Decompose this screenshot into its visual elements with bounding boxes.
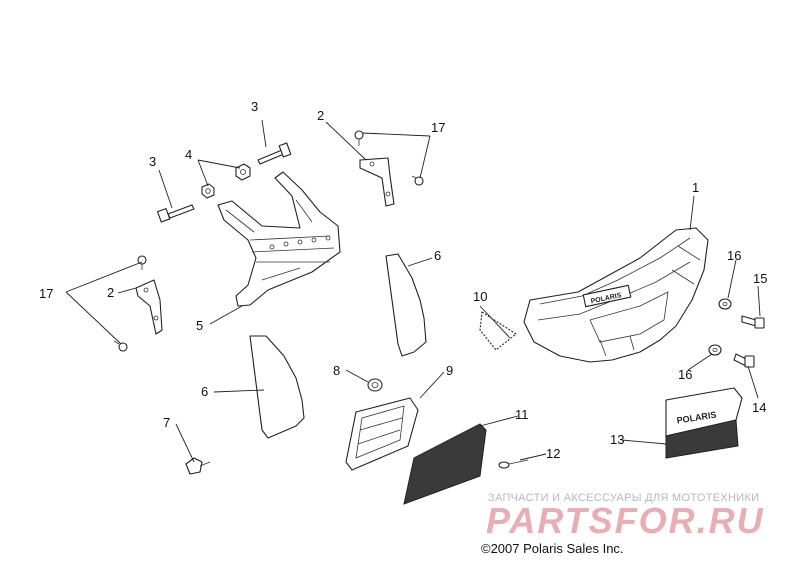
copyright-notice: ©2007 Polaris Sales Inc.: [481, 541, 624, 556]
callout-10: 10: [473, 289, 487, 304]
mount-bracket-upper: [359, 157, 395, 207]
nut-upper: [235, 163, 251, 181]
callout-9: 9: [446, 363, 453, 378]
callout-3: 3: [149, 154, 156, 169]
callout-7: 7: [163, 415, 170, 430]
callout-16: 16: [727, 248, 741, 263]
callout-12: 12: [546, 446, 560, 461]
callout-8: 8: [333, 363, 340, 378]
bolt-15: [741, 315, 765, 329]
callout-2: 2: [107, 285, 114, 300]
watermark-tagline: ЗАПЧАСТИ И АКСЕССУАРЫ ДЛЯ МОТОТЕХНИКИ: [488, 492, 760, 504]
screw-12: [498, 459, 529, 469]
watermark-logo: PARTSFOR.RU: [486, 500, 765, 541]
rivet-17c: [137, 255, 147, 270]
screw-7: [185, 457, 211, 475]
callout-17: 17: [431, 120, 445, 135]
callout-13: 13: [610, 432, 624, 447]
rivet-17d: [113, 340, 128, 352]
callout-15: 15: [753, 271, 767, 286]
decal-10: [479, 311, 517, 351]
callout-6: 6: [434, 248, 441, 263]
nut-lower: [201, 183, 215, 199]
bolt-14: [733, 353, 755, 368]
callout-11: 11: [515, 407, 529, 422]
rivet-17a: [354, 130, 364, 146]
leader-lines: [65, 119, 761, 463]
callout-16: 16: [678, 367, 692, 382]
front-rack-bracket: [217, 171, 341, 307]
callout-labels: 3 3 4 2 17 1 16 15 16 14 13 6 10 17 2 5 …: [39, 99, 767, 461]
bolt-lower: [156, 204, 195, 223]
callout-5: 5: [196, 318, 203, 333]
rivet-17b: [411, 175, 424, 186]
callout-2: 2: [317, 108, 324, 123]
front-panel-13: POLARIS: [665, 387, 743, 459]
grille-frame: [345, 397, 419, 471]
callout-14: 14: [752, 400, 766, 415]
washer-16b: [708, 344, 722, 356]
callout-1: 1: [692, 180, 699, 195]
front-bumper: POLARIS: [523, 227, 709, 363]
mount-bracket-lower: [135, 279, 163, 335]
bolt-upper: [257, 142, 292, 165]
mesh-screen: [403, 423, 487, 505]
callout-6: 6: [201, 384, 208, 399]
callout-17: 17: [39, 286, 53, 301]
callout-3: 3: [251, 99, 258, 114]
grommet-8: [367, 378, 383, 392]
side-panel-left: [249, 335, 305, 439]
side-panel-right: [385, 253, 427, 357]
washer-16a: [718, 298, 732, 310]
callout-4: 4: [185, 147, 192, 162]
